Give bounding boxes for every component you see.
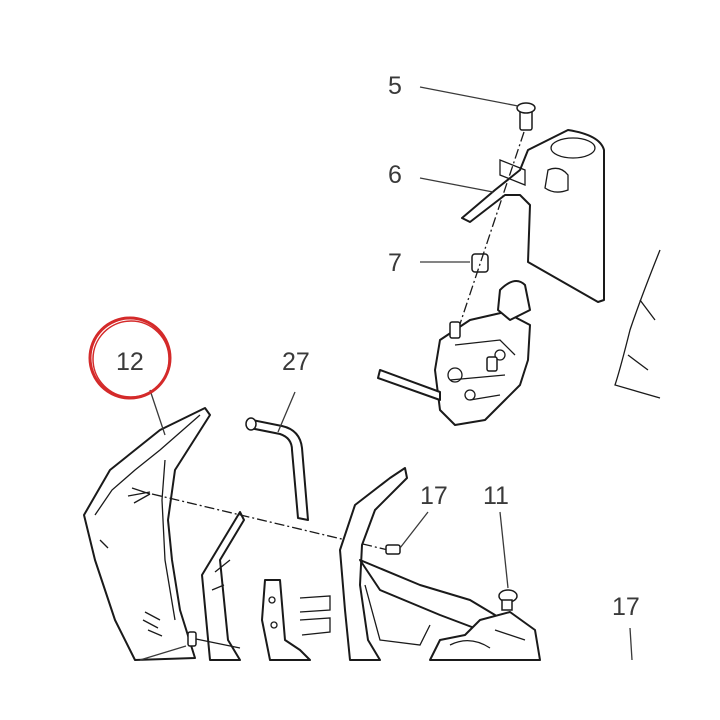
highlight-circle [88, 316, 172, 400]
right-cowl-fragment [614, 249, 661, 399]
callout-5: 5 [388, 72, 402, 100]
leader-lines [149, 86, 633, 661]
panel-bolt [139, 631, 241, 661]
callout-7: 7 [388, 249, 402, 277]
callout-6: 6 [388, 161, 402, 189]
hose-27 [245, 417, 309, 521]
callout-12: 12 [116, 348, 144, 376]
callout-11: 11 [483, 482, 509, 510]
callout-27: 27 [282, 348, 310, 376]
ignition-switch-assembly [377, 102, 605, 426]
center-mount-bracket [201, 511, 331, 661]
callout-17-center: 17 [420, 482, 448, 510]
right-fairing-bracket [339, 467, 541, 661]
windshield-panel-left [83, 407, 211, 661]
callout-17-right: 17 [612, 593, 640, 621]
